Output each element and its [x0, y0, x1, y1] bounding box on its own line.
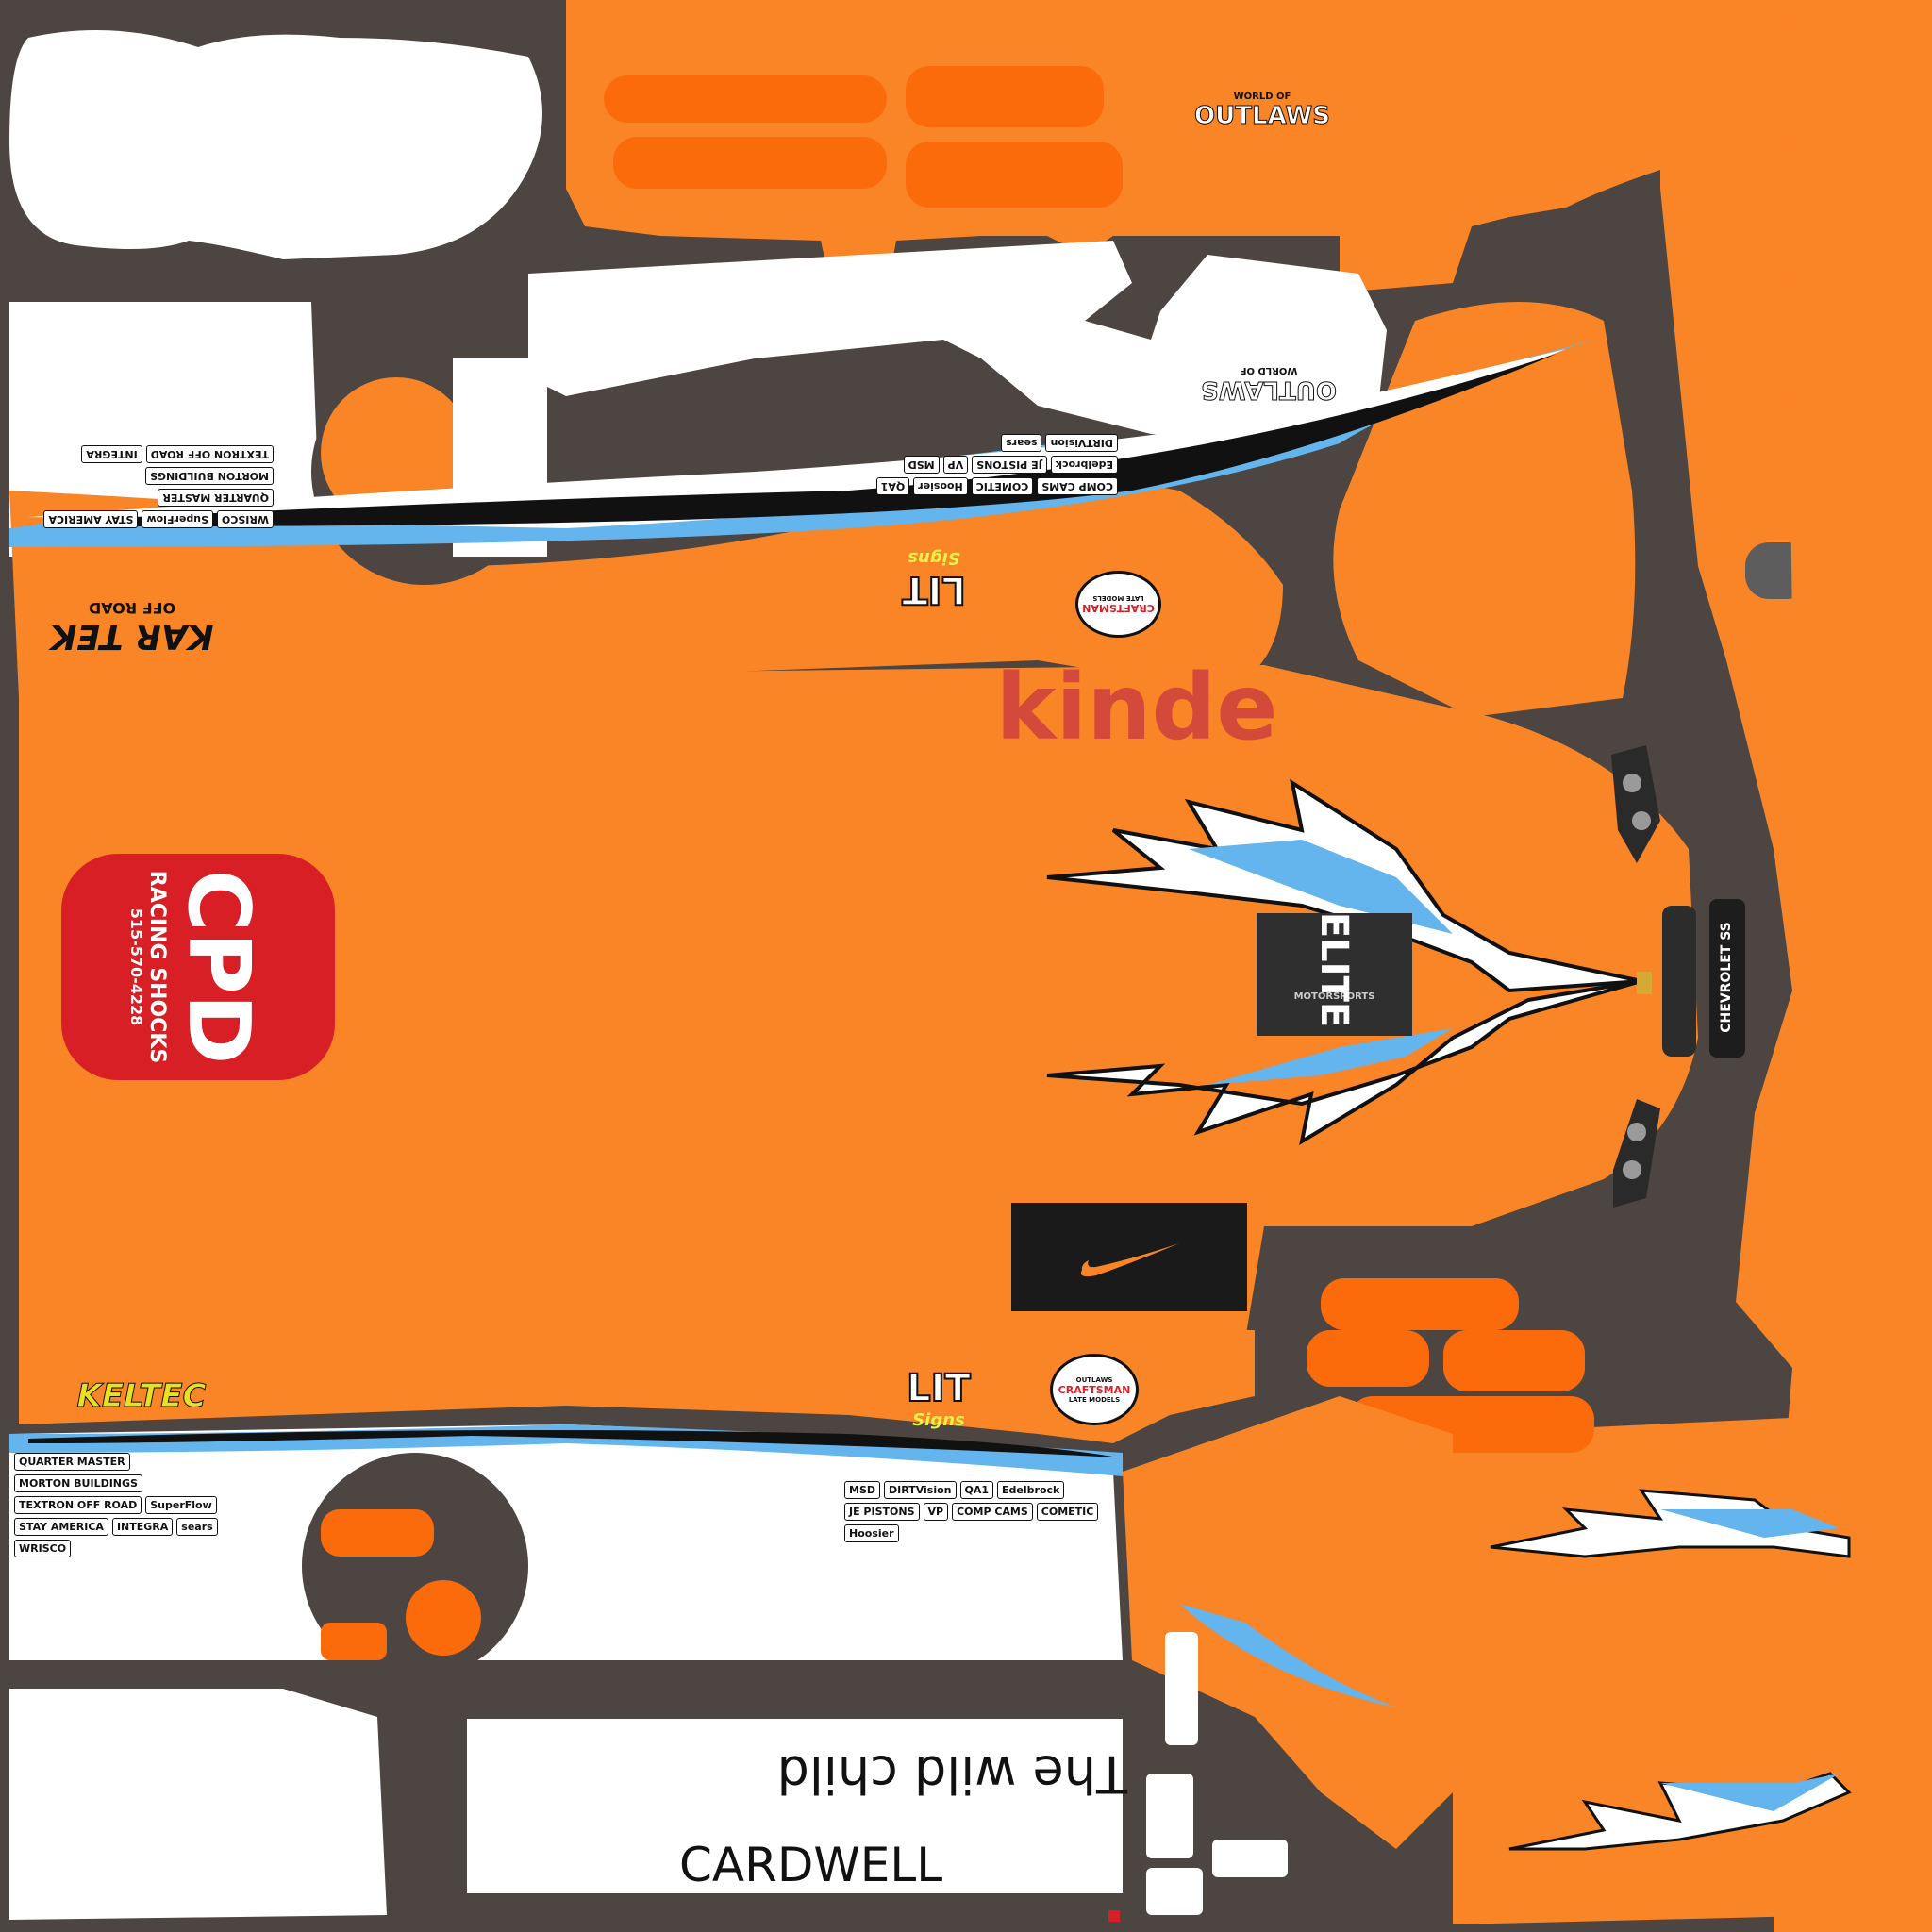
- cpd-logo-text: CPD: [169, 869, 269, 1065]
- window-bars-top: [604, 66, 1123, 208]
- rear-flames: [1490, 1489, 1852, 1851]
- contingency-sponsor-chip: QUARTER MASTER: [158, 489, 274, 507]
- flame-decal-bottom: [9, 1424, 1396, 1707]
- contingency-sponsor-chip: QUARTER MASTER: [14, 1453, 130, 1471]
- contingency-sponsor-chip: COMETIC: [971, 477, 1034, 495]
- contingency-sponsor-chip: Edelbrock: [1050, 456, 1118, 474]
- contingency-sponsor-chip: MSD: [903, 456, 940, 474]
- number-panel-top-left: [9, 30, 542, 259]
- craftsman-bottom-sub: LATE MODELS: [1068, 1395, 1121, 1404]
- chevrolet-grille-text: CHEVROLET SS: [1719, 922, 1734, 1033]
- contingency-sponsor-chip: QA1: [875, 477, 910, 495]
- contingency-sponsor-chip: Hoosier: [844, 1524, 899, 1542]
- contingency-sponsor-chip: SuperFlow: [142, 510, 213, 528]
- outlaws-flipped-sub: WORLD OF: [1240, 365, 1298, 375]
- contingency-sponsor-chip: Hoosier: [913, 477, 968, 495]
- contingency-decals-bottom-left: QUARTER MASTER MORTON BUILDINGS TEXTRON OF…: [14, 1453, 250, 1557]
- contingency-sponsor-chip: COMP CAMS: [1037, 477, 1118, 495]
- grille-badge-plate: [1709, 899, 1745, 1058]
- contingency-sponsor-chip: VP: [923, 1503, 949, 1521]
- contingency-sponsor-chip: JE PISTONS: [972, 456, 1047, 474]
- driver-tagline: The wild child: [776, 1744, 1127, 1804]
- contingency-sponsor-chip: Edelbrock: [997, 1481, 1065, 1499]
- wheel-arch-bottom-marks: [321, 1509, 481, 1660]
- contingency-sponsor-chip: STAY AMERICA: [14, 1518, 108, 1536]
- outlaws-logo-top: WORLD OF OUTLAWS: [1187, 90, 1338, 132]
- rear-quarter-bottom: [1123, 1396, 1453, 1849]
- bowtie-badge: [1637, 972, 1652, 994]
- contingency-sponsor-chip: VP: [942, 456, 969, 474]
- contingency-sponsor-chip: MORTON BUILDINGS: [145, 467, 274, 485]
- grille: [1662, 906, 1696, 1057]
- cpd-racing-shocks-logo: CPD RACING SHOCKS 515-570-4228: [61, 854, 335, 1080]
- white-trim-pieces: [1146, 1632, 1288, 1915]
- craftsman-logo-bottom: OUTLAWS CRAFTSMAN LATE MODELS: [1050, 1354, 1139, 1425]
- kartek-logo: KAR TEK OFF ROAD: [28, 594, 236, 660]
- elite-logo-text: ELITE: [1312, 911, 1357, 1027]
- lit-signs-bottom-text: LIT: [906, 1366, 972, 1411]
- lit-signs-bottom-script: Signs: [912, 1410, 965, 1430]
- craftsman-top-sub: LATE MODELS: [1092, 594, 1144, 602]
- kinde-logo: kinde: [995, 655, 1278, 760]
- contingency-sponsor-chip: QA1: [959, 1481, 994, 1499]
- kartek-logo-text: KAR TEK: [50, 617, 214, 656]
- headlights: [1611, 745, 1660, 1208]
- craftsman-logo-top: CRAFTSMAN LATE MODELS: [1075, 571, 1161, 638]
- contingency-sponsor-chip: DIRTVision: [1045, 434, 1118, 452]
- outlaws-logo-sub: WORLD OF: [1233, 92, 1291, 102]
- contingency-sponsor-chip: WRISCO: [216, 510, 274, 528]
- keltec-logo: KELTEC: [76, 1377, 207, 1416]
- cpd-logo-phone: 515-570-4228: [127, 908, 146, 1026]
- outlaws-flipped-text: OUTLAWS: [1201, 375, 1338, 405]
- right-orange-pillar: [1783, 0, 1932, 906]
- contingency-sponsor-chip: COMETIC: [1036, 1503, 1099, 1521]
- contingency-sponsor-chip: WRISCO: [14, 1540, 72, 1557]
- elite-logo-sub: MOTORSPORTS: [1293, 991, 1375, 1002]
- contingency-sponsor-chip: sears: [176, 1518, 218, 1536]
- outlaws-logo-flipped: OUTLAWS WORLD OF: [1193, 363, 1344, 406]
- number-panel-bottom-left: [9, 1689, 387, 1920]
- contingency-sponsor-chip: COMP CAMS: [952, 1503, 1033, 1521]
- contingency-sponsor-chip: TEXTRON OFF ROAD: [14, 1496, 142, 1514]
- contingency-sponsor-chip: sears: [1001, 434, 1042, 452]
- craftsman-top-text: CRAFTSMAN: [1082, 602, 1155, 614]
- contingency-sponsor-chip: SuperFlow: [145, 1496, 217, 1514]
- contingency-sponsor-chip: TEXTRON OFF ROAD: [145, 445, 274, 463]
- craftsman-bottom-small: OUTLAWS: [1075, 1375, 1113, 1384]
- driver-name: CARDWELL: [679, 1838, 943, 1892]
- lit-signs-logo-bottom: LIT Signs: [868, 1358, 1009, 1439]
- craftsman-bottom-text: CRAFTSMAN: [1058, 1383, 1131, 1396]
- contingency-sponsor-chip: STAY AMERICA: [43, 510, 139, 528]
- side-panel-bottom: [19, 1330, 1255, 1443]
- hood-flames: [1046, 778, 1642, 1146]
- contingency-sponsor-chip: DIRTVision: [884, 1481, 957, 1499]
- cpd-logo-line: RACING SHOCKS: [145, 870, 170, 1064]
- contingency-sponsor-chip: JE PISTONS: [844, 1503, 920, 1521]
- nike-logo-box: [1011, 1203, 1247, 1311]
- elite-motorsports-logo: ELITE MOTORSPORTS: [1257, 911, 1412, 1036]
- contingency-sponsor-chip: MORTON BUILDINGS: [14, 1474, 142, 1492]
- lit-signs-logo-top: LIT Signs: [863, 542, 1005, 618]
- nike-swoosh-icon: [1081, 1242, 1179, 1276]
- outlaws-logo-text: OUTLAWS: [1194, 102, 1331, 131]
- nameplate-panel: [467, 1719, 1123, 1893]
- roof-white-panel: [528, 241, 1387, 443]
- kartek-logo-sub: OFF ROAD: [88, 599, 176, 617]
- contingency-sponsor-chip: MSD: [844, 1481, 880, 1499]
- red-dot: [1108, 1910, 1120, 1922]
- lit-signs-top-script: Signs: [908, 548, 960, 569]
- contingency-sponsor-chip: INTEGRA: [111, 1518, 174, 1536]
- contingency-sponsor-chip: INTEGRA: [81, 445, 142, 463]
- lit-signs-top-text: LIT: [901, 568, 967, 613]
